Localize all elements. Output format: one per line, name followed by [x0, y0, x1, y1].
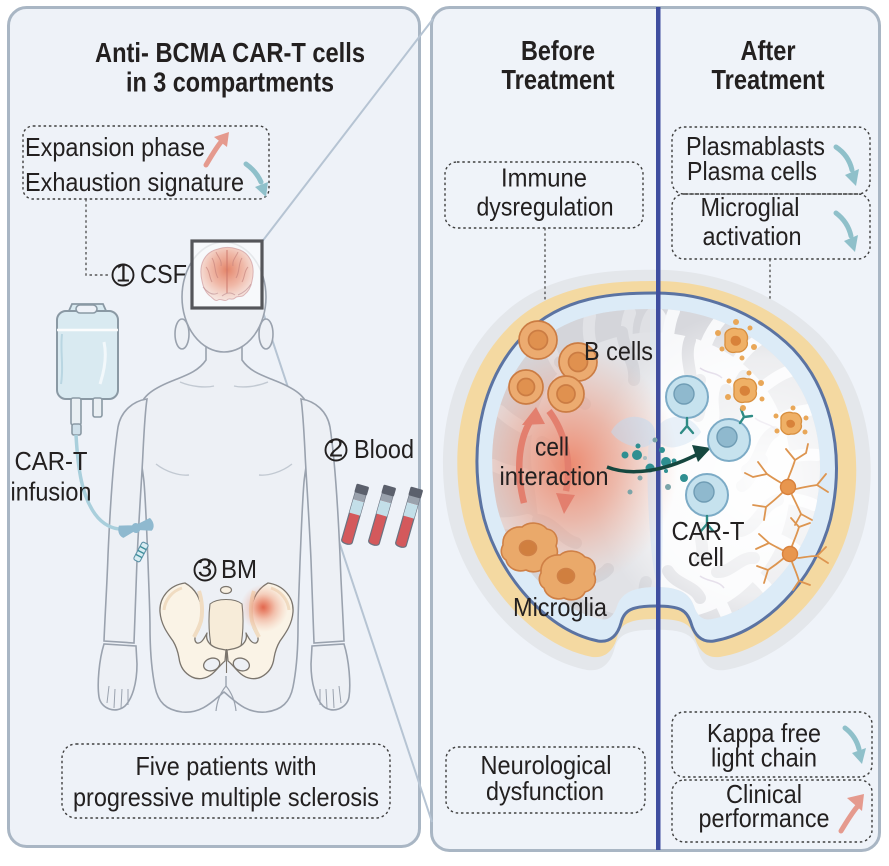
svg-text:3: 3: [198, 553, 212, 583]
svg-text:Kappa free: Kappa free: [707, 718, 821, 748]
svg-text:in 3 compartments: in 3 compartments: [126, 67, 334, 98]
svg-text:Exhaustion signature: Exhaustion signature: [25, 167, 244, 197]
svg-text:Plasmablasts: Plasmablasts: [686, 131, 825, 161]
svg-text:Neurological: Neurological: [481, 750, 612, 780]
svg-text:dysregulation: dysregulation: [477, 192, 614, 222]
svg-text:Clinical: Clinical: [726, 779, 802, 809]
svg-text:interaction: interaction: [500, 461, 609, 491]
svg-text:BM: BM: [221, 554, 257, 584]
svg-text:activation: activation: [703, 221, 802, 251]
svg-text:Plasma cells: Plasma cells: [687, 156, 817, 186]
svg-text:Blood: Blood: [354, 434, 414, 464]
svg-text:Expansion phase: Expansion phase: [25, 132, 205, 162]
svg-text:Immune: Immune: [501, 163, 587, 193]
svg-text:B cells: B cells: [584, 336, 653, 366]
svg-text:Before: Before: [521, 35, 595, 66]
svg-text:CAR-T: CAR-T: [672, 516, 745, 546]
svg-text:performance: performance: [699, 803, 830, 833]
svg-text:cell: cell: [688, 542, 724, 572]
svg-text:2: 2: [329, 433, 343, 463]
svg-text:1: 1: [116, 258, 130, 288]
svg-text:light chain: light chain: [711, 743, 817, 773]
svg-text:Microglial: Microglial: [701, 192, 800, 222]
svg-text:Five patients with: Five patients with: [136, 751, 317, 781]
svg-text:progressive multiple sclerosis: progressive multiple sclerosis: [73, 782, 379, 812]
svg-text:dysfunction: dysfunction: [486, 776, 604, 806]
svg-text:Anti- BCMA CAR-T cells: Anti- BCMA CAR-T cells: [95, 37, 365, 68]
svg-text:After: After: [741, 35, 796, 66]
svg-text:infusion: infusion: [11, 477, 92, 507]
svg-text:Microglia: Microglia: [513, 592, 607, 622]
svg-text:Treatment: Treatment: [712, 64, 825, 95]
svg-text:Treatment: Treatment: [502, 64, 615, 95]
svg-text:cell: cell: [535, 432, 569, 462]
svg-text:CAR-T: CAR-T: [15, 446, 88, 476]
svg-text:CSF: CSF: [140, 259, 187, 289]
